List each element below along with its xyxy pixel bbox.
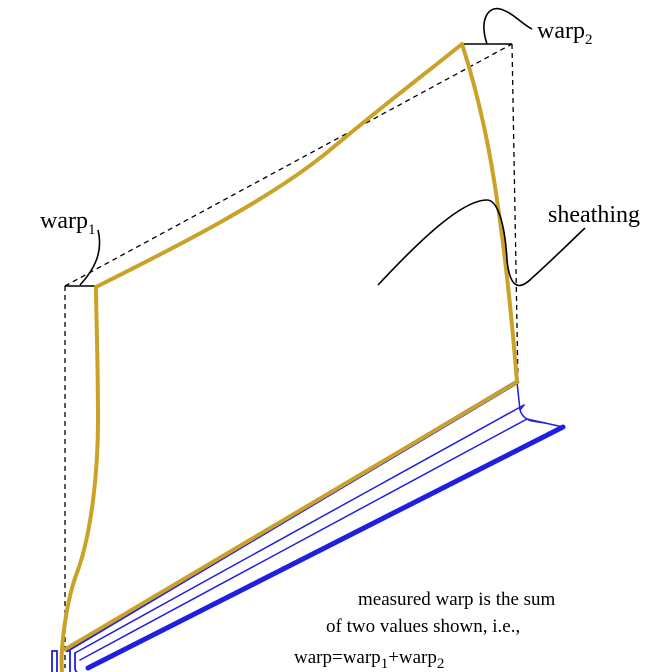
warp2-leader bbox=[483, 7, 533, 45]
note-line-3: warp=warp1+warp2 bbox=[294, 647, 444, 672]
stud-web-line-2 bbox=[79, 418, 528, 661]
reference-right-edge bbox=[511, 43, 519, 383]
warp2-label: warp2 bbox=[537, 18, 592, 48]
stud-web-line-1 bbox=[74, 404, 525, 654]
warp1-label: warp1 bbox=[40, 208, 95, 238]
warp1-leader bbox=[79, 229, 101, 286]
reference-top-edge bbox=[64, 43, 513, 287]
stud-left-end bbox=[51, 649, 78, 672]
leader-lines bbox=[79, 7, 586, 287]
stud-right-flange bbox=[519, 404, 546, 424]
warped-sheathing-outline bbox=[59, 42, 519, 672]
note-line-1: measured warp is the sum bbox=[358, 589, 556, 610]
stud-bottom-edge bbox=[85, 424, 566, 671]
sheathing-label: sheathing bbox=[548, 202, 640, 228]
sheathing-leader bbox=[377, 199, 586, 287]
note-line-2: of two values shown, i.e., bbox=[326, 616, 520, 637]
reference-outline bbox=[64, 43, 519, 668]
